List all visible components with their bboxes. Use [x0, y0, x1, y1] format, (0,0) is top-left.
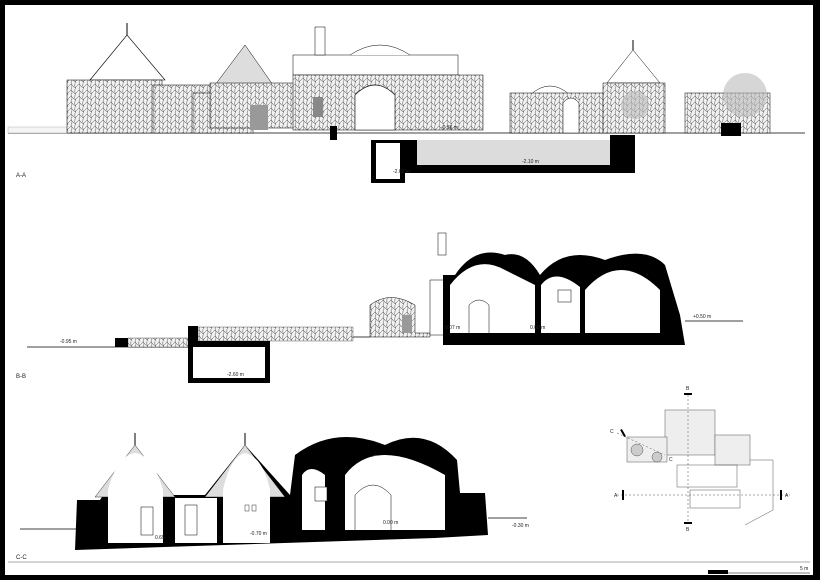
level-label: 0.00 m — [530, 325, 545, 331]
drawing-sheet: -0.36 m -2.60 m -2.10 m A-A -0.95 m -2.6… — [5, 5, 813, 575]
level-label: 0.07 m — [445, 325, 460, 331]
section-b-b: -0.95 m -2.60 m 0.07 m 0.00 m +0.50 m B-… — [16, 232, 743, 383]
level-label: 0.65 — [155, 535, 165, 541]
section-c-c: 0.65 -0.70 m 0.00 m -0.30 m C-C — [16, 433, 529, 561]
marker-c-left: C — [610, 429, 614, 435]
marker-b-top: B — [686, 386, 690, 392]
level-label: -2.10 m — [522, 159, 539, 165]
scale-bar: 5 m — [708, 566, 810, 574]
section-label: B-B — [16, 374, 26, 380]
key-plan — [616, 393, 790, 526]
marker-c-right: C — [669, 457, 673, 463]
scale-label: 5 m — [800, 566, 808, 572]
section-label: C-C — [16, 555, 27, 561]
level-label: +0.50 m — [693, 314, 711, 320]
section-label: A-A — [16, 173, 26, 179]
section-a-a: -0.36 m -2.60 m -2.10 m A-A — [7, 23, 805, 183]
marker-b-bottom: B — [686, 527, 690, 533]
level-label: -2.60 m — [393, 169, 410, 175]
level-label: 0.00 m — [383, 520, 398, 526]
sections-drawing: -0.36 m -2.60 m -2.10 m A-A -0.95 m -2.6… — [7, 23, 810, 574]
level-label: -2.60 m — [227, 372, 244, 378]
marker-a-left: A — [614, 493, 618, 499]
marker-a-right: A — [785, 493, 789, 499]
level-label: -0.36 m — [441, 125, 458, 131]
level-label: -0.30 m — [512, 523, 529, 529]
level-label: -0.70 m — [250, 531, 267, 537]
key-plan-markers: A A B B C C — [610, 386, 789, 533]
trullo-cone — [89, 34, 166, 81]
level-label: -0.95 m — [60, 339, 77, 345]
